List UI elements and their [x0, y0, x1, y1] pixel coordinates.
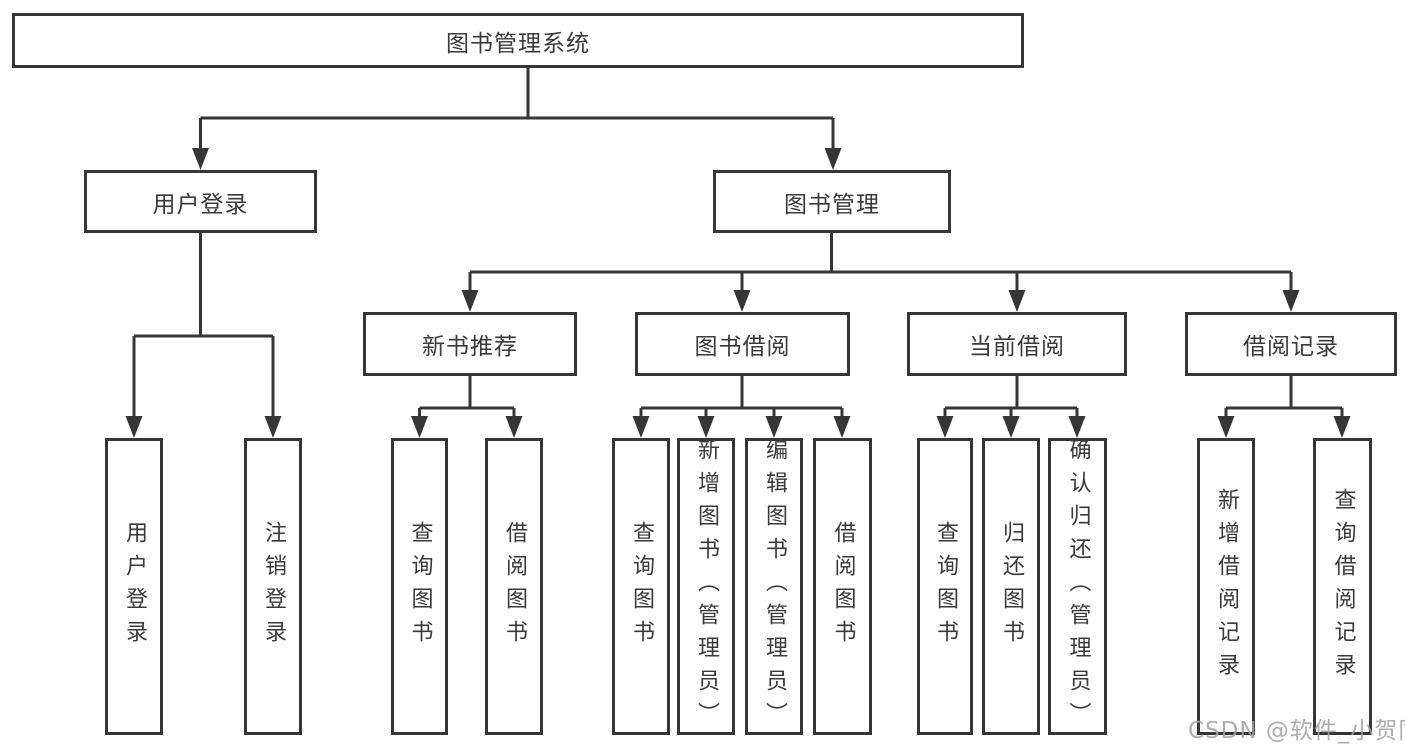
node-library-management-system: 图书管理系统 — [12, 13, 1024, 68]
leaf-return-books: 归还图书 — [982, 438, 1040, 735]
leaf-label: 查询图书 — [407, 520, 433, 653]
arrowhead-icon — [936, 416, 954, 438]
node-user-login: 用户登录 — [84, 170, 317, 233]
arrowhead-icon — [411, 416, 428, 438]
arrowhead-icon — [461, 290, 479, 312]
leaf-label: 新增图书（管理员） — [694, 438, 719, 735]
node-new-book-recommendation: 新书推荐 — [363, 312, 577, 376]
leaf-logout: 注销登录 — [244, 438, 302, 735]
node-book-management: 图书管理 — [713, 170, 951, 233]
leaf-label: 查询借阅记录 — [1330, 487, 1356, 686]
leaf-add-borrow-record: 新增借阅记录 — [1197, 438, 1255, 735]
arrowhead-icon — [1333, 416, 1351, 438]
watermark: CSDN @软件_小贺同学 — [1188, 718, 1405, 744]
arrowhead-icon — [1217, 416, 1235, 438]
leaf-borrow-books-newbook: 借阅图书 — [485, 438, 543, 735]
leaf-confirm-return-admin: 确认归还（管理员） — [1048, 438, 1107, 735]
leaf-label: 查询图书 — [629, 520, 654, 653]
leaf-query-borrow-record: 查询借阅记录 — [1313, 438, 1372, 735]
leaf-query-books-current: 查询图书 — [917, 438, 973, 735]
node-label: 图书管理 — [784, 191, 880, 218]
node-label: 借阅记录 — [1243, 334, 1339, 360]
leaf-user-login: 用户登录 — [105, 438, 163, 735]
arrowhead-icon — [833, 416, 851, 438]
node-book-borrowing: 图书借阅 — [635, 312, 850, 376]
arrowhead-icon — [125, 416, 143, 438]
leaf-label: 归还图书 — [999, 520, 1024, 653]
leaf-query-books-borrowing: 查询图书 — [612, 438, 670, 735]
node-label: 图书借阅 — [694, 334, 791, 360]
leaf-label: 查询图书 — [933, 520, 958, 653]
arrowhead-icon — [1008, 290, 1026, 312]
leaf-label: 借阅图书 — [830, 520, 856, 653]
leaf-label: 借阅图书 — [502, 520, 527, 653]
node-label: 新书推荐 — [422, 334, 518, 360]
arrowhead-icon — [264, 416, 282, 438]
leaf-label: 注销登录 — [261, 520, 286, 653]
node-borrowing-records: 借阅记录 — [1185, 312, 1397, 376]
arrowhead-icon — [765, 416, 783, 438]
arrowhead-icon — [1068, 416, 1086, 438]
arrowhead-icon — [632, 416, 650, 438]
node-label: 当前借阅 — [969, 334, 1065, 360]
leaf-label: 新增借阅记录 — [1214, 487, 1239, 686]
leaf-borrow-books-borrowing: 借阅图书 — [813, 438, 872, 735]
leaf-label: 编辑图书（管理员） — [762, 438, 787, 735]
node-label: 图书管理系统 — [446, 30, 590, 57]
arrowhead-icon — [1002, 416, 1020, 438]
node-current-borrowing: 当前借阅 — [907, 312, 1127, 376]
leaf-label: 用户登录 — [122, 520, 147, 653]
leaf-query-books-newbook: 查询图书 — [391, 438, 448, 735]
arrowhead-icon — [192, 148, 209, 170]
arrowhead-icon — [733, 290, 751, 312]
leaf-edit-books-admin: 编辑图书（管理员） — [745, 438, 803, 735]
arrowhead-icon — [505, 416, 523, 438]
leaf-label: 确认归还（管理员） — [1065, 438, 1091, 735]
arrowhead-icon — [824, 148, 842, 170]
arrowhead-icon — [1282, 290, 1300, 312]
node-label: 用户登录 — [152, 191, 249, 218]
arrowhead-icon — [697, 416, 715, 438]
leaf-add-books-admin: 新增图书（管理员） — [677, 438, 735, 735]
